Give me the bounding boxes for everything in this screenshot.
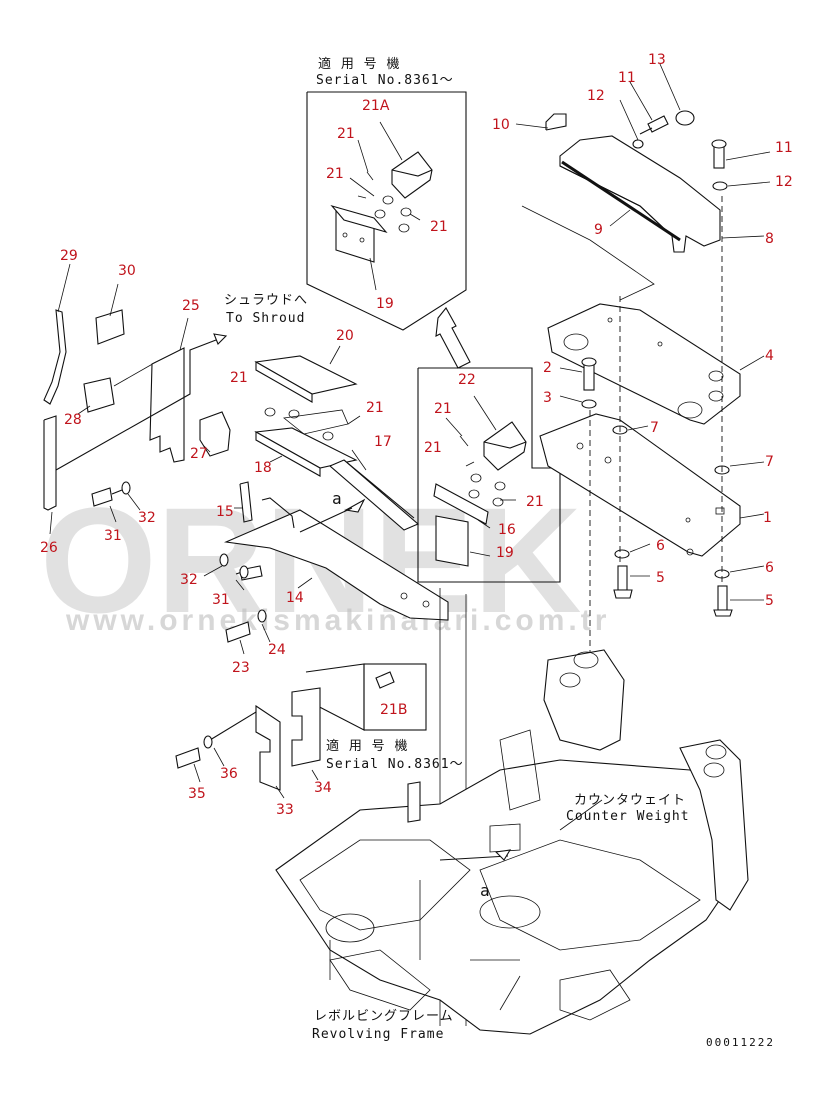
right-cover-assembly	[515, 63, 771, 301]
callout: 26	[40, 540, 58, 556]
ref-a-upper: a	[332, 489, 343, 508]
callout: 1	[763, 510, 772, 526]
inset-arrow	[435, 307, 471, 369]
note-frame-en: Revolving Frame	[312, 1027, 444, 1042]
callout: 21	[230, 370, 248, 386]
callout: 27	[190, 446, 208, 462]
note-shroud-en: To Shroud	[226, 311, 305, 326]
callout: 36	[220, 766, 238, 782]
note-serial-top-en: Serial No.8361～	[316, 73, 454, 88]
callout: 21	[526, 494, 544, 510]
callout: 21	[424, 440, 442, 456]
callout: 19	[496, 545, 514, 561]
note-shroud-jp: シュラウドへ	[224, 293, 308, 308]
callout: 5	[656, 570, 665, 586]
callout: 5	[765, 593, 774, 609]
callout: 30	[118, 263, 136, 279]
left-bracket-assembly	[43, 263, 253, 535]
drawing-code: 00011222	[706, 1036, 775, 1049]
revolving-frame	[275, 649, 749, 1035]
callout: 21	[326, 166, 344, 182]
callout: 23	[232, 660, 250, 676]
note-serial-mid-jp: 適 用 号 機	[326, 738, 408, 754]
callout: 9	[594, 222, 603, 238]
callout: 14	[286, 590, 304, 606]
callout: 21B	[380, 702, 407, 718]
inset-top	[306, 91, 467, 331]
note-serial-mid-en: Serial No.8361～	[326, 757, 464, 772]
callout: 10	[492, 117, 510, 133]
callout: 19	[376, 296, 394, 312]
callout: 16	[498, 522, 516, 538]
callout: 12	[775, 174, 793, 190]
center-parts	[203, 345, 449, 655]
callout: 7	[650, 420, 659, 436]
callout: 12	[587, 88, 605, 104]
watermark-url: www.ornekismakinalari.com.tr	[65, 604, 610, 637]
callout: 17	[374, 434, 392, 450]
callout: 21	[366, 400, 384, 416]
callout: 6	[656, 538, 665, 554]
callout: 21A	[362, 98, 390, 114]
note-cw-jp: カウンタウェイト	[574, 793, 686, 808]
callout: 11	[775, 140, 793, 156]
callout: 20	[336, 328, 354, 344]
callout: 6	[765, 560, 774, 576]
callout: 15	[216, 504, 234, 520]
callout: 7	[765, 454, 774, 470]
callout: 13	[648, 52, 666, 68]
callout: 3	[543, 390, 552, 406]
callout: 31	[212, 592, 230, 608]
callout-labels: 1 2 3 4 5 5 6 6 7 7 8 9 10 11 11 12 12 1…	[40, 52, 793, 818]
callout: 21	[337, 126, 355, 142]
note-frame-jp: レボルビングフレーム	[314, 1009, 454, 1024]
callout: 31	[104, 528, 122, 544]
watermark: ORNEK www.ornekismakinalari.com.tr	[40, 476, 610, 644]
lower-left-parts	[175, 588, 467, 1026]
callout: 21	[430, 219, 448, 235]
callout: 32	[138, 510, 156, 526]
callout: 29	[60, 248, 78, 264]
callout: 35	[188, 786, 206, 802]
callout: 32	[180, 572, 198, 588]
note-cw-en: Counter Weight	[566, 809, 690, 824]
callout: 22	[458, 372, 476, 388]
note-serial-top-jp: 適 用 号 機	[318, 56, 400, 72]
callout: 25	[182, 298, 200, 314]
callout: 28	[64, 412, 82, 428]
text-notes: 適 用 号 機 Serial No.8361～ 適 用 号 機 Serial N…	[224, 56, 775, 1049]
support-plates	[539, 196, 765, 660]
ref-a-lower: a	[480, 881, 491, 900]
callout: 18	[254, 460, 272, 476]
callout: 33	[276, 802, 294, 818]
callout: 11	[618, 70, 636, 86]
callout: 8	[765, 231, 774, 247]
callout: 2	[543, 360, 552, 376]
callout: 24	[268, 642, 286, 658]
callout: 21	[434, 401, 452, 417]
callout: 34	[314, 780, 332, 796]
callout: 4	[765, 348, 774, 364]
